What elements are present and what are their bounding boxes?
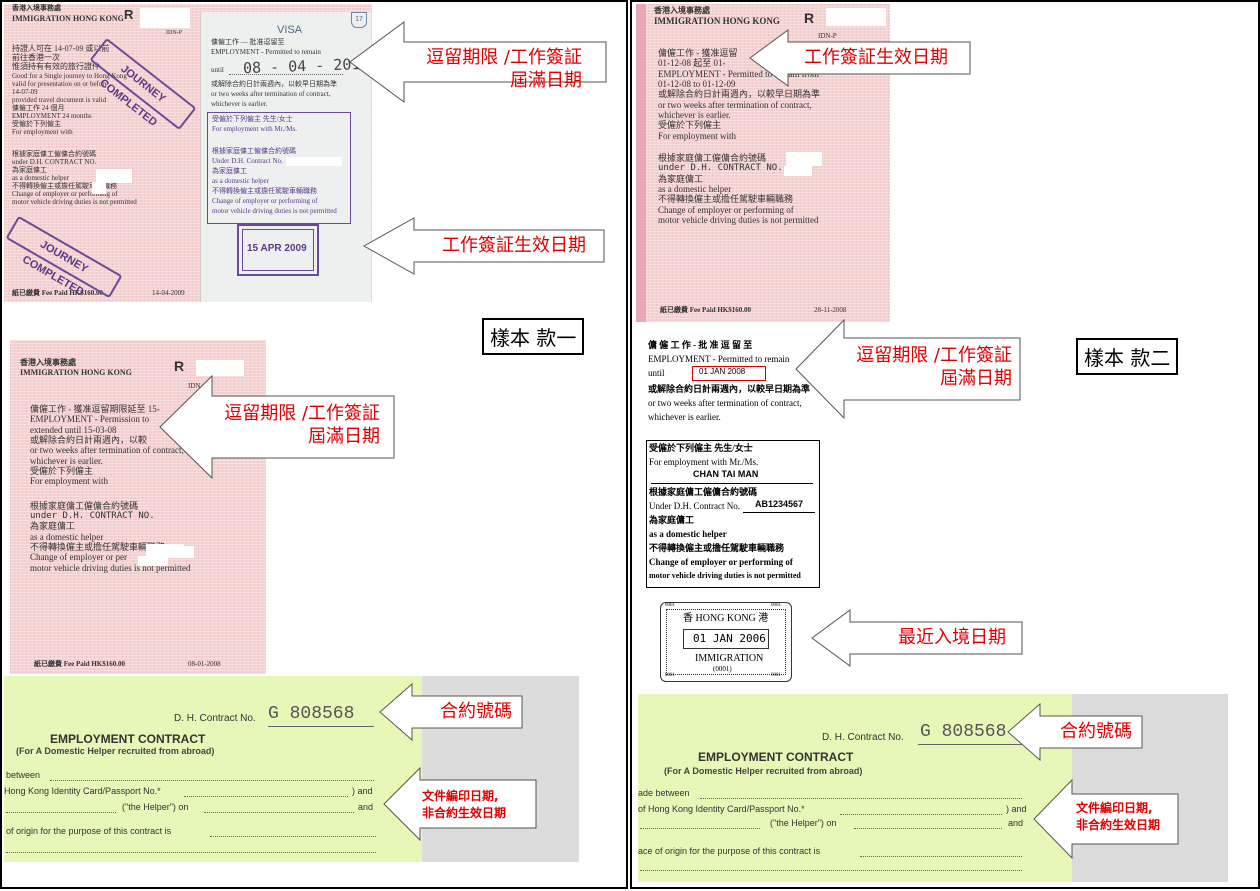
label-visa-effective: 工作簽証生效日期 — [442, 235, 586, 256]
passport-text-block: 持證人可在 14-07-09 或以前 前往香港一次 惟須持有有效的旅行證件 Go… — [12, 44, 137, 207]
label-contract-no: 合約號碼 — [440, 701, 512, 722]
immigration-entry-stamp: 0001 0001 0001 0001 香 HONG KONG 港 01 JAN… — [660, 602, 792, 682]
passport-text-block: 傭僱工作 - 獲准逗留 01-12-08 起至 01- EMPLOYMENT -… — [658, 48, 821, 226]
label-print-date: 文件編印日期,非合約生效日期 — [422, 789, 507, 820]
fee-paid: 紙已繳費 Fee Paid HK$160.00 — [12, 289, 103, 297]
redaction — [96, 169, 132, 183]
idn-code: IDN-P — [166, 30, 182, 36]
redaction — [196, 360, 244, 376]
label-latest-entry: 最近入境日期 — [898, 627, 1006, 648]
contract-no-label: D. H. Contract No. — [174, 713, 256, 724]
label-stay-limit: 逗留期限 /工作簽証屆滿日期 — [426, 47, 582, 92]
callout-arrow-stay-limit-2 — [159, 374, 395, 480]
visa-sticker: VISA 17 傭僱工作 — 批准逗留至 EMPLOYMENT - Permit… — [200, 12, 371, 302]
label-stay-limit-2: 逗留期限 /工作簽証屆滿日期 — [224, 403, 380, 448]
employer-name: CHAN TAI MAN — [693, 469, 759, 479]
redaction — [286, 157, 342, 166]
sample-visa-text: 傭 僱 工 作 - 批 准 逗 留 至 EMPLOYMENT - Permitt… — [648, 340, 811, 422]
sample-one-label: 樣本 款一 — [482, 318, 585, 355]
sample-two-label: 樣本 款二 — [1076, 338, 1179, 375]
callout-arrow-print-date — [383, 766, 537, 842]
until-date-box: 01 JAN 2008 — [692, 366, 766, 381]
redaction — [826, 8, 886, 26]
redaction — [92, 182, 106, 194]
contract-number: AB1234567 — [755, 499, 804, 509]
redaction — [786, 152, 822, 166]
fee-date: 14-04-2009 — [152, 289, 185, 297]
callout-arrow-stay-limit — [349, 21, 607, 103]
office-cn: 香港入境事務處 — [12, 4, 61, 12]
entry-date-stamp: 15 APR 2009 — [237, 224, 319, 276]
sample-employer-box: 受僱於下列僱主 先生/女士 For employment with Mr./Ms… — [646, 440, 820, 588]
until-date: 01 JAN 2008 — [699, 367, 746, 376]
page-number-badge: 17 — [351, 12, 367, 28]
contract-subtitle: (For A Domestic Helper recruited from ab… — [16, 746, 215, 756]
label-stay-limit: 逗留期限 /工作簽証屆滿日期 — [856, 345, 1012, 390]
label-visa-effective: 工作簽証生效日期 — [804, 47, 948, 68]
office-en: IMMIGRATION HONG KONG — [12, 14, 124, 23]
sample-two-panel: 香港入境事務處 IMMIGRATION HONG KONG R IDN-P 傭僱… — [630, 0, 1260, 889]
sample-one-panel: 香港入境事務處 IMMIGRATION HONG KONG R IDN-P 持證… — [0, 0, 628, 889]
callout-arrow-contract-no — [379, 682, 523, 742]
callout-arrow-visa-effective — [362, 217, 605, 275]
r-mark: R — [124, 7, 134, 22]
passport-text-block: 傭僱工作 - 獲准逗留期限延至 15- EMPLOYMENT - Permiss… — [30, 404, 191, 573]
callout-arrow-visa-effective — [749, 29, 971, 87]
label-print-date: 文件編印日期,非合約生效日期 — [1076, 801, 1161, 832]
redaction — [784, 166, 812, 176]
entry-date: 15 APR 2009 — [247, 243, 307, 254]
label-contract-no: 合約號碼 — [1060, 721, 1132, 742]
stamp-entry-date: 01 JAN 2006 — [693, 632, 766, 645]
redaction — [146, 544, 184, 556]
callout-arrow-latest-entry — [811, 609, 1023, 667]
employer-box: 受僱於下列僱主 先生/女士 For employment with Mr./Ms… — [207, 112, 351, 224]
callout-arrow-print-date — [1033, 778, 1179, 860]
callout-arrow-stay-limit — [795, 318, 1021, 420]
redaction — [138, 556, 168, 566]
callout-arrow-contract-no — [1007, 702, 1143, 762]
visa-title: VISA — [277, 24, 303, 36]
passport-page-journey: 香港入境事務處 IMMIGRATION HONG KONG R IDN-P 持證… — [4, 4, 372, 302]
journey-completed-stamp: JOURNEY COMPLETED — [5, 215, 123, 299]
contract-title: EMPLOYMENT CONTRACT — [50, 732, 206, 746]
contract-no-value: G 808568 — [268, 704, 355, 724]
redaction — [140, 8, 190, 28]
